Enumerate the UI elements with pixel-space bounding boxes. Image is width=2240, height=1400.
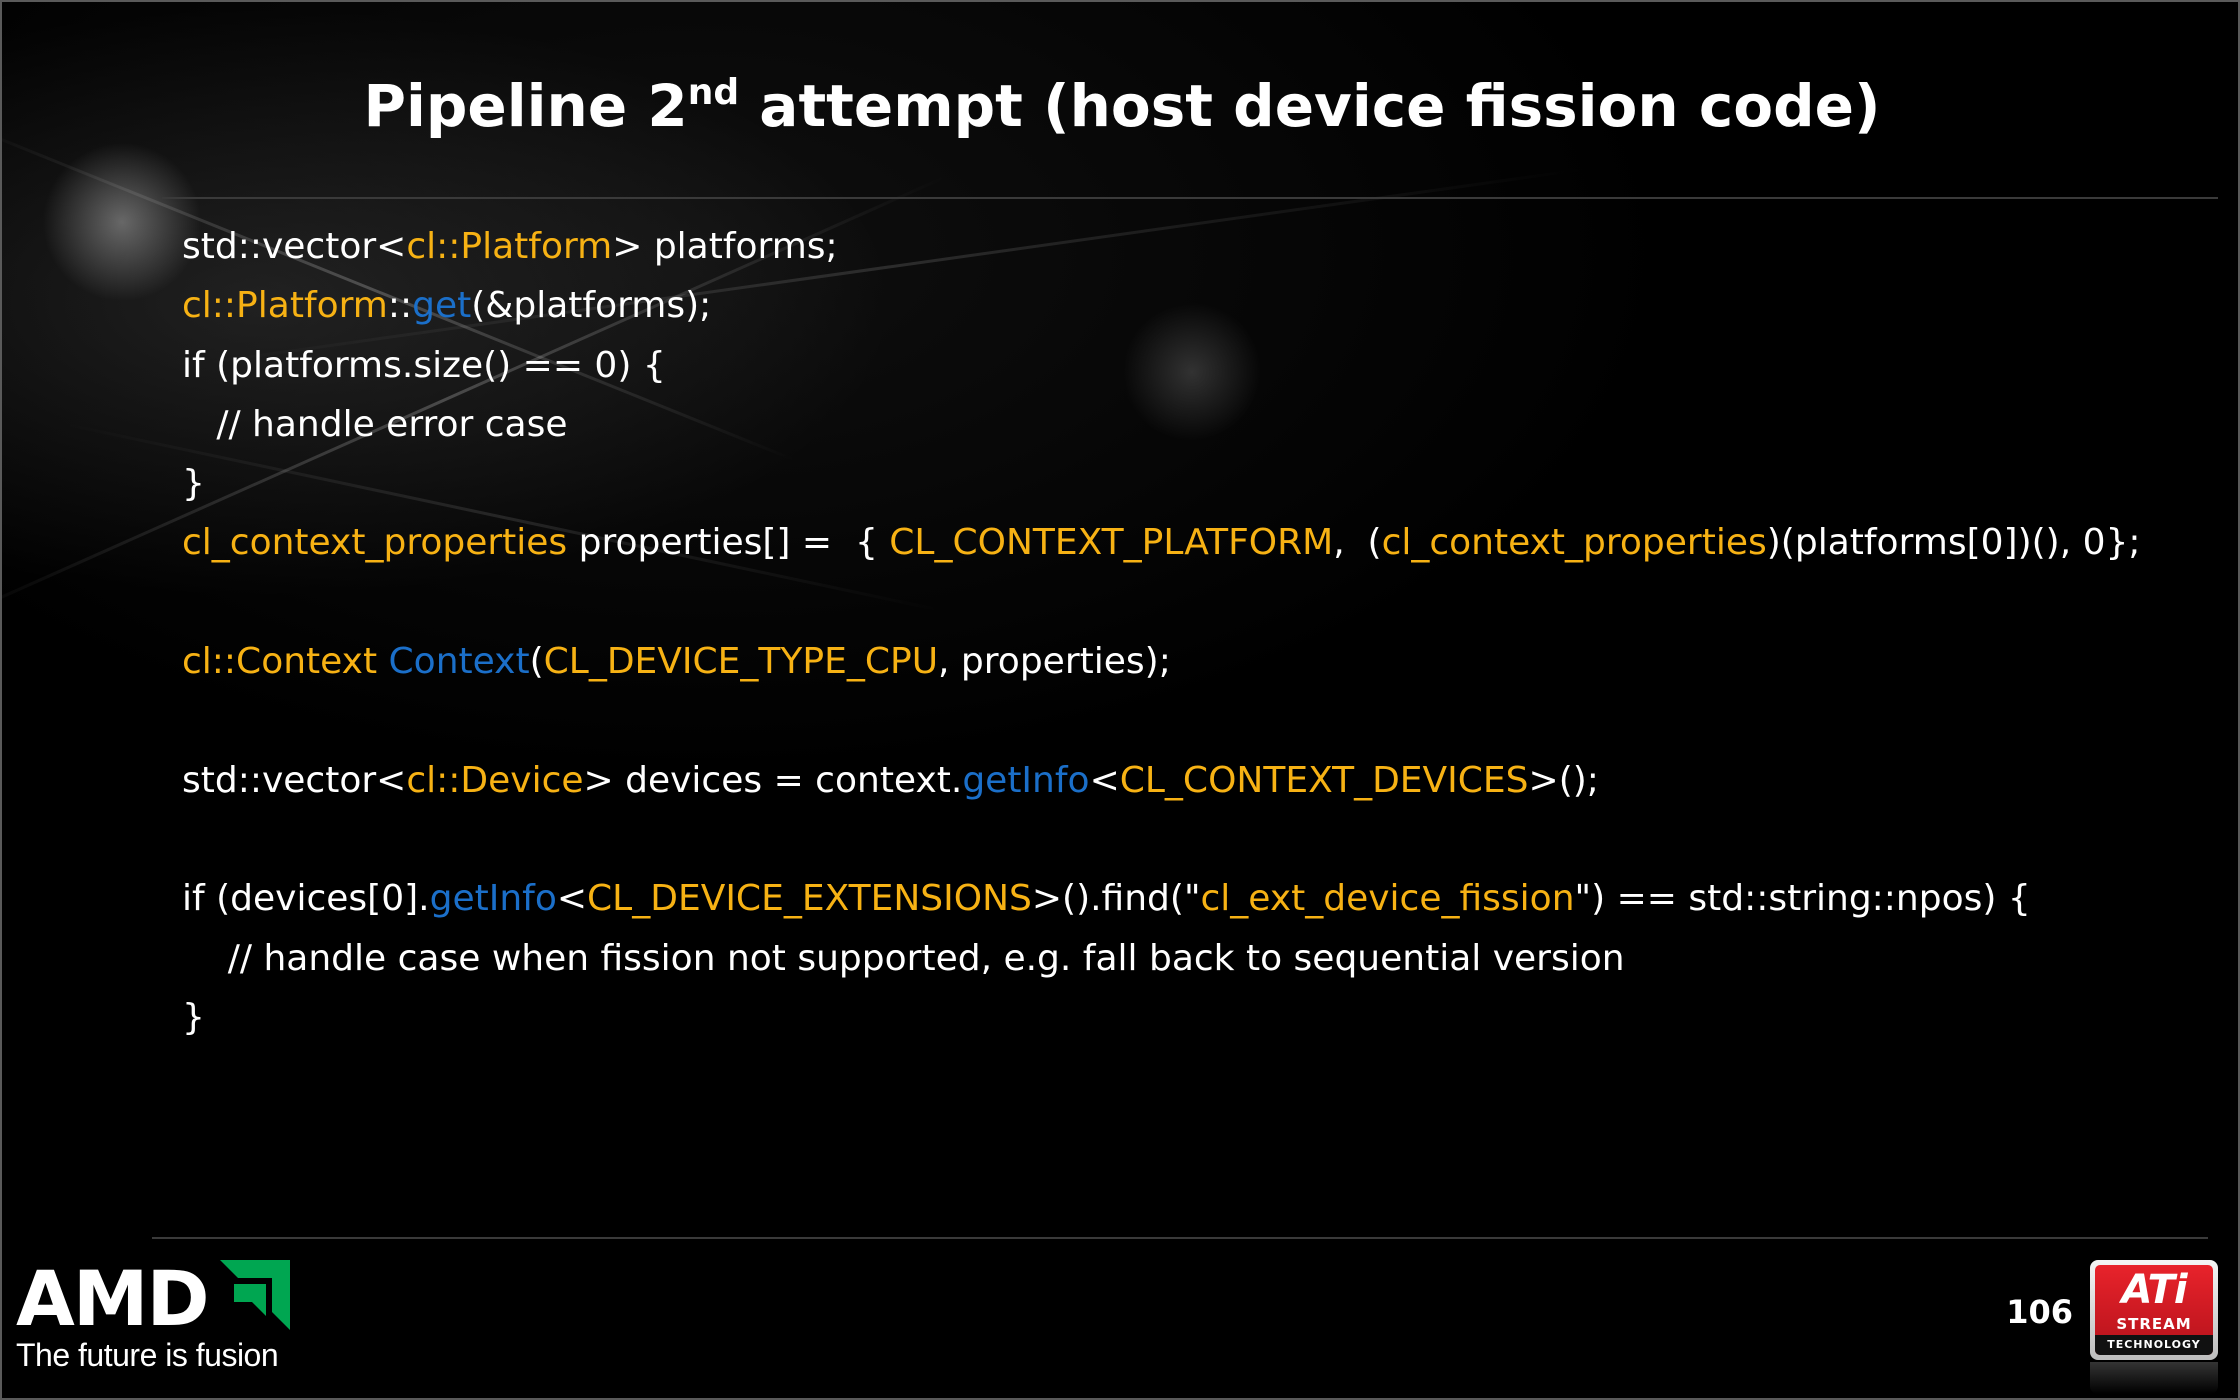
code-line: if (devices[0].getInfo<CL_DEVICE_EXTENSI… <box>182 869 2141 928</box>
code-line: std::vector<cl::Platform> platforms; <box>182 217 2141 276</box>
code-keyword: cl_ext_device_fission <box>1200 878 1575 920</box>
code-text: > platforms; <box>612 226 838 267</box>
code-keyword: cl_context_properties <box>182 522 568 564</box>
code-line: cl_context_properties properties[] = { C… <box>182 513 2141 572</box>
amd-logo-wordmark: AMD <box>16 1254 210 1343</box>
code-text: ") == std::string::npos) { <box>1574 878 2031 920</box>
ati-stream-logo: ATi STREAM TECHNOLOGY <box>2090 1260 2218 1360</box>
code-keyword: CL_DEVICE_EXTENSIONS <box>587 878 1032 920</box>
code-line: // handle case when fission not supporte… <box>182 929 2141 988</box>
code-text: // handle error case <box>182 403 568 445</box>
code-text: < <box>556 878 588 920</box>
code-function: Context <box>388 641 530 683</box>
amd-tagline: The future is fusion <box>16 1337 279 1373</box>
page-title: Pipeline 2nd attempt (host device fissio… <box>363 72 1881 140</box>
code-keyword: CL_CONTEXT_DEVICES <box>1119 759 1529 801</box>
code-text: if (devices[0]. <box>182 878 430 920</box>
bg-flare <box>1122 302 1262 442</box>
ati-logo-panel: ATi STREAM TECHNOLOGY <box>2095 1265 2213 1355</box>
code-block: std::vector<cl::Platform> platforms;cl::… <box>182 217 2141 1047</box>
code-line: cl::Context Context(CL_DEVICE_TYPE_CPU, … <box>182 632 2141 691</box>
code-text: properties[] = { <box>567 522 890 564</box>
ati-logo-reflection <box>2090 1362 2218 1394</box>
code-text: } <box>182 463 205 505</box>
code-line: cl::Platform::get(&platforms); <box>182 276 2141 335</box>
code-function: get <box>412 285 472 327</box>
code-function: getInfo <box>962 759 1090 801</box>
code-text: std::vector< <box>182 226 407 267</box>
code-keyword: cl::Context <box>182 641 378 683</box>
code-line: } <box>182 988 2141 1047</box>
code-text: // handle case when fission not supporte… <box>182 937 1625 979</box>
code-text: , properties); <box>938 641 1171 683</box>
code-keyword: CL_DEVICE_TYPE_CPU <box>543 641 939 683</box>
code-text: std::vector< <box>182 759 407 801</box>
code-text: >().find(" <box>1031 878 1201 920</box>
code-line <box>182 573 2141 632</box>
code-line <box>182 691 2141 750</box>
code-keyword: cl::Device <box>406 759 584 801</box>
code-text: if (platforms.size() == 0) { <box>182 344 666 386</box>
code-text: (&platforms); <box>471 285 712 327</box>
code-line: std::vector<cl::Device> devices = contex… <box>182 751 2141 810</box>
code-line: } <box>182 454 2141 513</box>
bg-flare <box>42 142 202 302</box>
code-keyword: cl::Platform <box>182 285 388 327</box>
ati-logo-word: ATi <box>2121 1267 2187 1313</box>
page-number: 106 <box>2006 1293 2073 1331</box>
code-text: , ( <box>1333 522 1382 564</box>
code-text: >(); <box>1528 759 1599 801</box>
code-line: // handle error case <box>182 395 2141 454</box>
code-text: :: <box>387 285 413 327</box>
code-function: getInfo <box>429 878 557 920</box>
code-keyword: CL_CONTEXT_PLATFORM <box>889 522 1334 564</box>
code-keyword: cl_context_properties <box>1381 522 1767 564</box>
ati-logo-stream: STREAM <box>2116 1315 2192 1333</box>
code-text <box>377 641 388 682</box>
code-text: > devices = context. <box>583 759 963 801</box>
code-text: } <box>182 996 205 1038</box>
code-text: )(platforms[0])(), 0}; <box>1766 522 2141 564</box>
footer-divider <box>152 1237 2208 1239</box>
ati-logo-technology: TECHNOLOGY <box>2095 1335 2213 1355</box>
code-keyword: cl::Platform <box>406 226 613 267</box>
header-divider <box>162 197 2218 199</box>
code-line: if (platforms.size() == 0) { <box>182 336 2141 395</box>
code-text: ( <box>529 641 544 683</box>
amd-arrow-icon <box>220 1260 290 1330</box>
code-line <box>182 810 2141 869</box>
code-text: < <box>1089 759 1120 801</box>
